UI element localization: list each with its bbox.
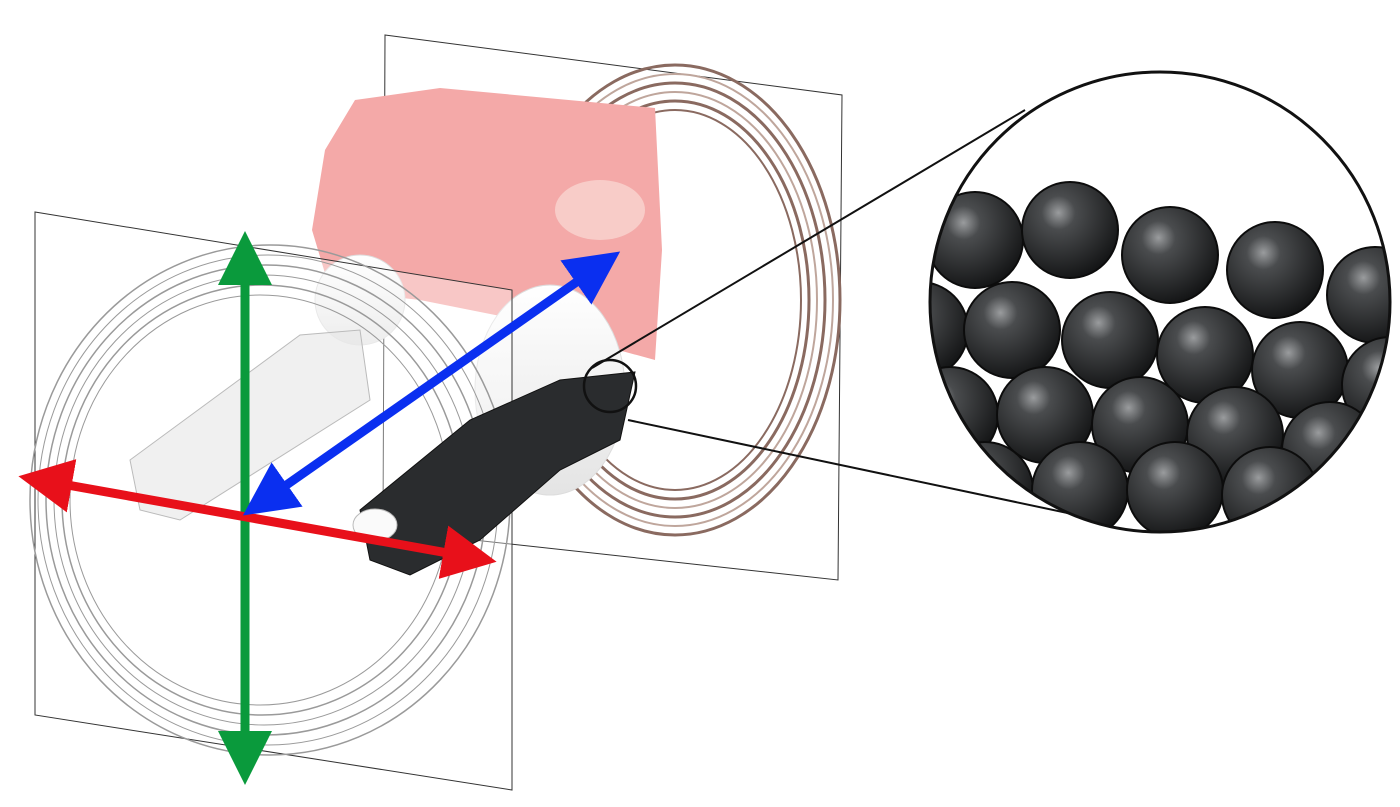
particle-sphere	[1126, 441, 1224, 532]
particle-sphere	[1061, 291, 1159, 389]
particle-sphere	[1226, 221, 1324, 319]
magnified-particles	[930, 72, 1390, 532]
z-axis-arrow	[242, 251, 621, 516]
zoom-inset-circle	[928, 70, 1392, 534]
zoom-line-bottom	[627, 419, 1111, 523]
particle-sphere	[963, 281, 1061, 379]
particle-sphere	[1021, 181, 1119, 279]
particle-sphere	[930, 281, 969, 379]
particle-sphere	[936, 441, 1034, 532]
sample-highlight	[555, 180, 645, 240]
x-axis-arrow	[18, 459, 497, 579]
particle-sphere	[1031, 441, 1129, 532]
particle-sphere	[1221, 446, 1319, 532]
zoom-line-top	[591, 109, 1026, 369]
particle-sphere	[1121, 206, 1219, 304]
zoom-source-circle	[582, 358, 638, 414]
particle-sphere	[930, 191, 1024, 289]
